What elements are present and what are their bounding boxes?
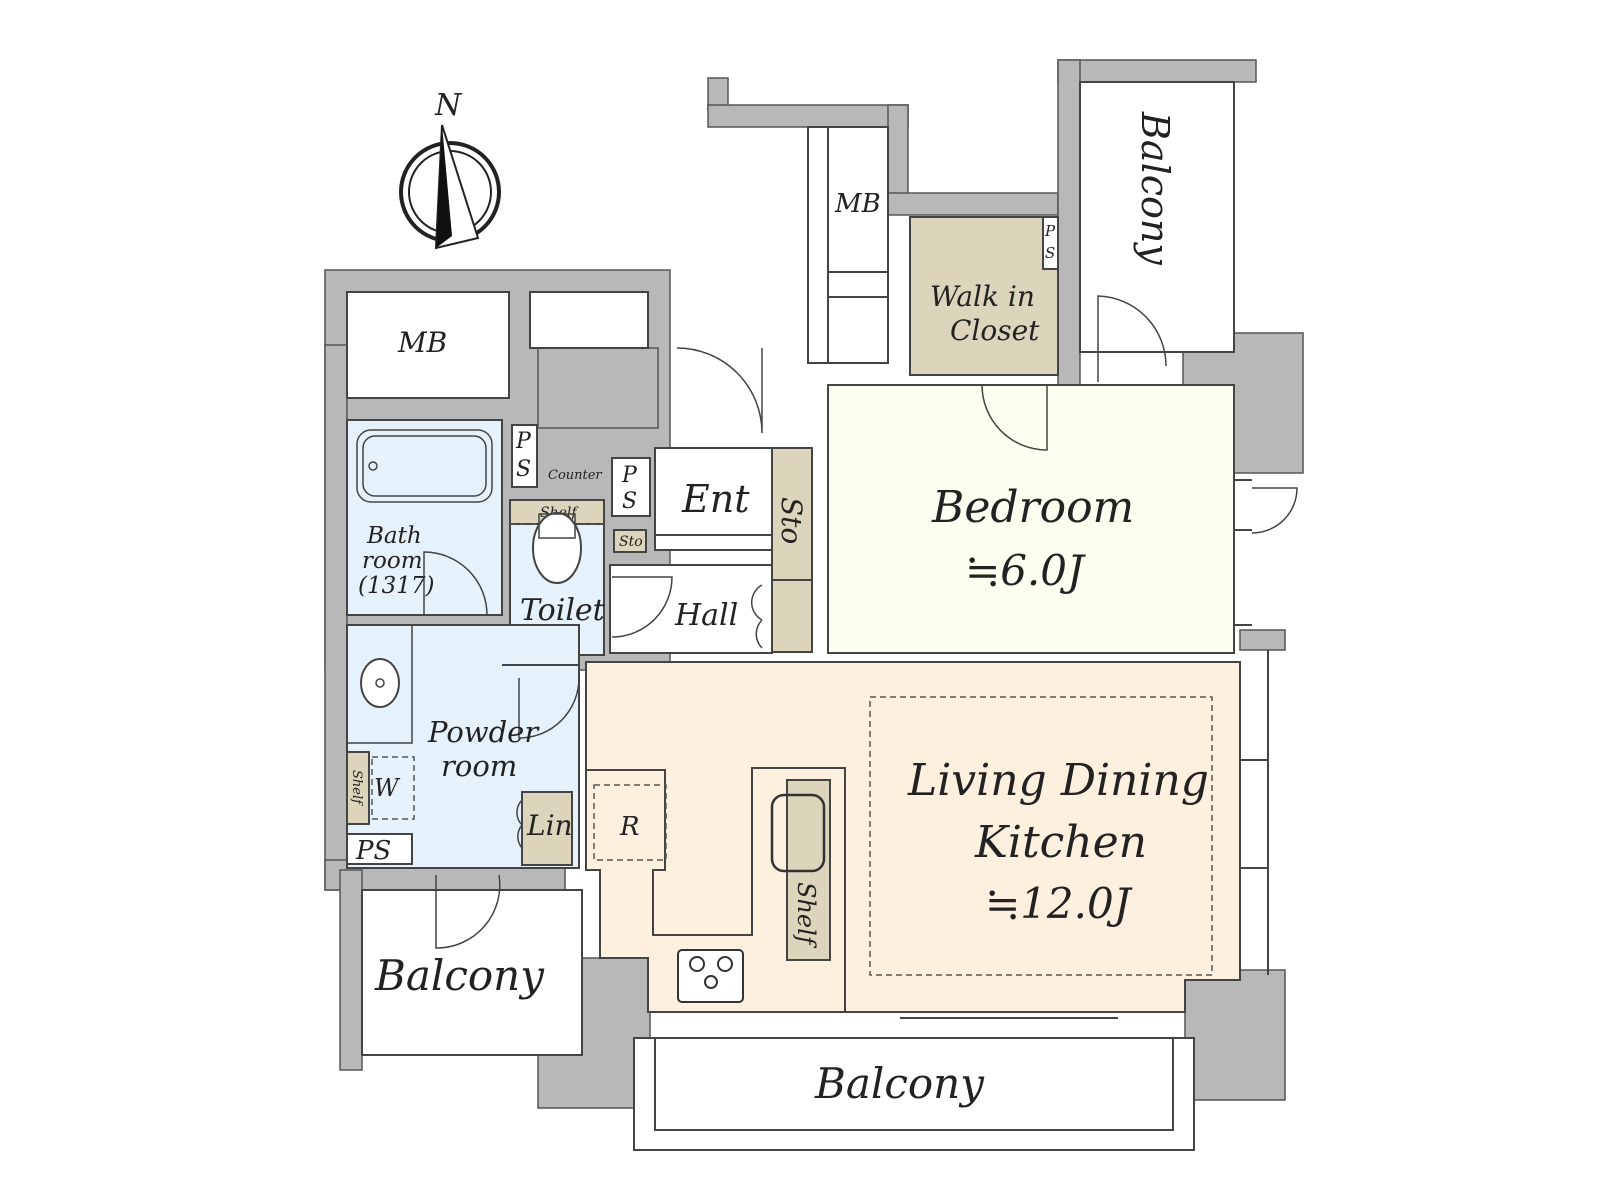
- storage-entrance-label: Sto: [775, 497, 808, 544]
- hall: Hall: [609, 564, 773, 654]
- toilet-label: Toilet: [520, 593, 606, 628]
- ldk-name-2: Kitchen: [974, 817, 1147, 868]
- ps-closet-1: P: [1044, 222, 1056, 240]
- bedroom: Bedroom ≒6.0J: [827, 384, 1298, 654]
- bathroom-label-3: (1317): [358, 573, 434, 599]
- bedroom-name: Bedroom: [931, 482, 1134, 533]
- toilet-icon: [532, 512, 582, 584]
- kitchen-sink-icon: [770, 793, 826, 873]
- balcony-bottom-label: Balcony: [814, 1059, 985, 1108]
- mb-top-label: MB: [834, 189, 881, 219]
- linen-label: Lin: [526, 809, 573, 842]
- ps-entrance: P S Sto: [611, 457, 651, 553]
- counter-label: Counter: [548, 468, 602, 483]
- ldk-name-1: Living Dining: [907, 755, 1209, 806]
- balcony-bottom: Balcony: [633, 1017, 1195, 1151]
- ps-powder-label: PS: [355, 836, 391, 866]
- balcony-top-right: Balcony: [1079, 81, 1235, 382]
- compass-label: N: [434, 88, 463, 123]
- walk-in-closet: P S Walk in Closet: [909, 216, 1059, 376]
- entrance: Ent: [654, 347, 773, 551]
- ldk-size: ≒12.0J: [985, 879, 1133, 928]
- washer-label: W: [374, 774, 401, 802]
- balcony-bottom-left-label: Balcony: [374, 951, 545, 1000]
- ps-ent-2: S: [622, 489, 637, 514]
- hall-label: Hall: [674, 598, 738, 633]
- living-dining-kitchen: R Shelf Living Dining Kitchen ≒12.0J: [585, 650, 1269, 1013]
- balcony-bottom-left: Balcony: [361, 874, 583, 1056]
- storage-entrance: Sto: [771, 447, 813, 653]
- ps-closet-2: S: [1045, 244, 1055, 262]
- mb-left-block: MB: [346, 291, 649, 399]
- ps-bath-1: P: [515, 429, 532, 454]
- balcony-top-right-label: Balcony: [1133, 111, 1177, 265]
- walk-in-closet-label-1: Walk in: [930, 280, 1035, 313]
- bathroom-label-2: room: [362, 548, 423, 574]
- bathtub-icon: [356, 429, 493, 503]
- powder-room-label-1: Powder: [427, 715, 540, 749]
- refrigerator-label: R: [619, 812, 640, 842]
- fridge-space: [593, 784, 667, 861]
- compass: N: [399, 88, 501, 250]
- bathroom-label-1: Bath: [366, 523, 422, 549]
- powder-room-label-2: room: [441, 749, 517, 783]
- kitchen-shelf-label: Shelf: [792, 882, 820, 949]
- bathroom: P S Bath room (1317): [346, 419, 538, 616]
- mb-left-label: MB: [397, 326, 447, 359]
- sink-icon: [360, 658, 400, 708]
- bedroom-size: ≒6.0J: [965, 546, 1086, 595]
- walk-in-closet-label-2: Closet: [950, 314, 1040, 347]
- entrance-label: Ent: [681, 477, 750, 521]
- storage-small-label: Sto: [619, 534, 643, 550]
- ps-bath-2: S: [516, 457, 531, 482]
- mb-top-block: MB: [807, 126, 889, 364]
- powder-shelf-label: Shelf: [349, 770, 364, 806]
- ps-ent-1: P: [621, 463, 638, 488]
- linen-closet: Lin: [521, 791, 573, 866]
